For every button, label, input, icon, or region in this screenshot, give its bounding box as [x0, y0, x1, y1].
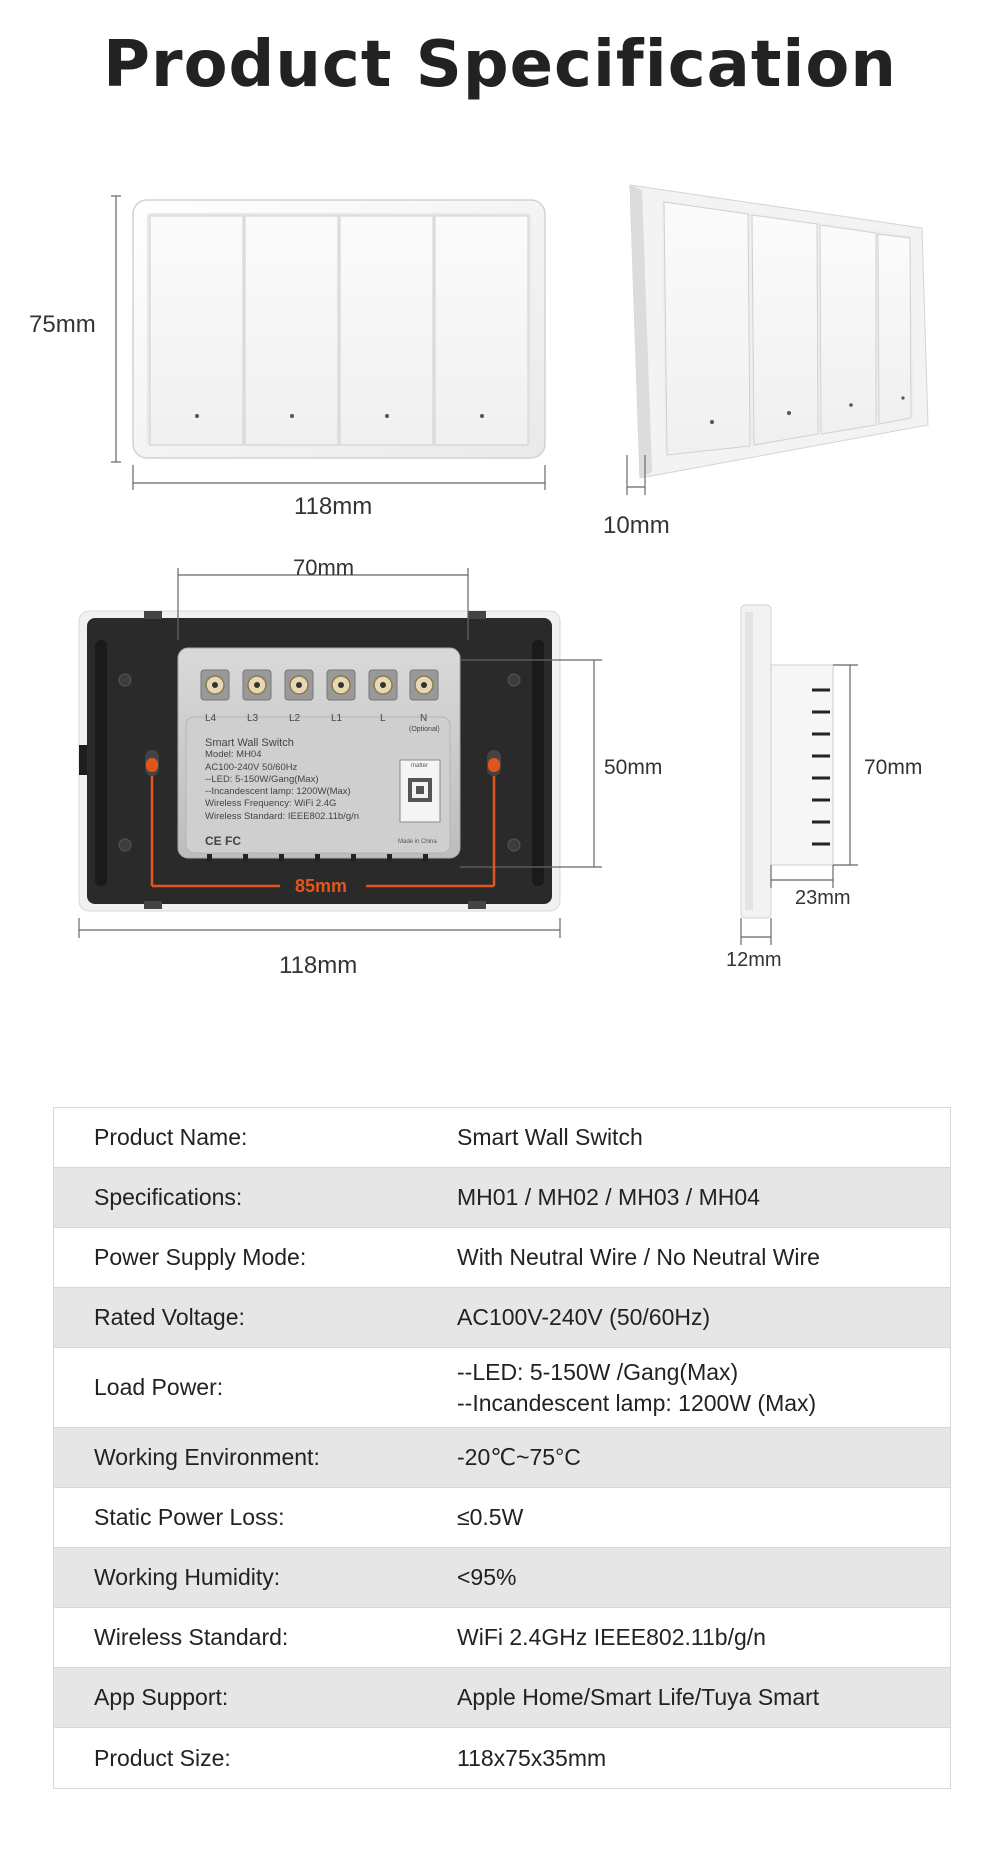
spec-value-line: ≤0.5W [457, 1504, 524, 1530]
spec-row-app-support: App Support: Apple Home/Smart Life/Tuya … [54, 1668, 950, 1728]
spec-row-product-name: Product Name: Smart Wall Switch [54, 1108, 950, 1168]
spec-value-line: Apple Home/Smart Life/Tuya Smart [457, 1684, 820, 1710]
front-width-dimension: 118mm [294, 493, 373, 520]
profile-plate-depth-dimension: 12mm [726, 949, 782, 971]
spec-row-rated-voltage: Rated Voltage: AC100V-240V (50/60Hz) [54, 1288, 950, 1348]
origin-label: Made in China [398, 839, 437, 845]
spec-value-line: Smart Wall Switch [457, 1124, 643, 1150]
spec-table: Product Name: Smart Wall Switch Specific… [53, 1107, 951, 1789]
spec-key: App Support: [94, 1684, 229, 1710]
terminal-label: L2 [289, 713, 301, 724]
back-top-width-dimension: 70mm [293, 555, 355, 580]
module-spec-label: Smart Wall Switch Model: MH04 AC100-240V… [205, 737, 359, 823]
spec-key: Working Humidity: [94, 1564, 281, 1590]
spec-value-line: AC100V-240V (50/60Hz) [457, 1304, 711, 1330]
spec-value: Apple Home/Smart Life/Tuya Smart [457, 1682, 950, 1713]
profile-module-depth-dimension: 23mm [795, 887, 851, 909]
side-depth-dimension: 10mm [603, 512, 670, 539]
spec-key: Specifications: [94, 1184, 243, 1210]
spec-row-product-size: Product Size: 118x75x35mm [54, 1728, 950, 1788]
product-drawings [78, 184, 929, 945]
spec-value: WiFi 2.4GHz IEEE802.11b/g/n [457, 1622, 950, 1653]
certification-marks: CE FC [205, 834, 241, 848]
terminal-label: N [420, 713, 428, 724]
front-view [111, 195, 546, 490]
spec-value-line: --Incandescent lamp: 1200W (Max) [457, 1389, 817, 1416]
matter-logo: matter [411, 763, 429, 769]
spec-row-load-power: Load Power: --LED: 5-150W /Gang(Max) --I… [54, 1348, 950, 1428]
spec-row-power-supply-mode: Power Supply Mode: With Neutral Wire / N… [54, 1228, 950, 1288]
spec-key: Power Supply Mode: [94, 1244, 307, 1270]
module-line: Model: MH04 [205, 749, 262, 761]
module-line: --LED: 5-150W/Gang(Max) [205, 773, 319, 785]
profile-height-dimension: 70mm [864, 756, 923, 779]
spec-value: <95% [457, 1562, 950, 1593]
spec-value: 118x75x35mm [457, 1743, 950, 1774]
spec-row-specifications: Specifications: MH01 / MH02 / MH03 / MH0… [54, 1168, 950, 1228]
terminal-label: L4 [205, 713, 217, 724]
spec-value: AC100V-240V (50/60Hz) [457, 1302, 950, 1333]
spec-value-line: <95% [457, 1564, 517, 1590]
spec-key: Product Size: [94, 1744, 231, 1771]
spec-row-wireless-standard: Wireless Standard: WiFi 2.4GHz IEEE802.1… [54, 1608, 950, 1668]
terminal-label: L [380, 713, 386, 724]
back-module-height-dimension: 50mm [604, 756, 663, 779]
spec-value-line: MH01 / MH02 / MH03 / MH04 [457, 1184, 760, 1210]
spec-value: ≤0.5W [457, 1502, 950, 1533]
spec-value-line: -20℃~75°C [457, 1444, 581, 1470]
terminal-label: L3 [247, 713, 259, 724]
spec-value-line: 118x75x35mm [457, 1744, 607, 1771]
page-title: Product Specification [103, 28, 897, 102]
spec-value-line: With Neutral Wire / No Neutral Wire [457, 1244, 820, 1270]
spec-value-line: WiFi 2.4GHz IEEE802.11b/g/n [457, 1624, 766, 1650]
profile-view [740, 604, 858, 945]
spec-key: Product Name: [94, 1124, 248, 1150]
spec-value: --LED: 5-150W /Gang(Max) --Incandescent … [457, 1357, 950, 1419]
spec-row-working-environment: Working Environment: -20℃~75°C [54, 1428, 950, 1488]
back-width-dimension: 118mm [279, 952, 358, 979]
spec-key: Static Power Loss: [94, 1504, 285, 1530]
front-height-dimension: 75mm [29, 311, 96, 338]
module-line: Smart Wall Switch [205, 737, 294, 749]
spec-value: With Neutral Wire / No Neutral Wire [457, 1242, 950, 1273]
spec-row-static-power-loss: Static Power Loss: ≤0.5W [54, 1488, 950, 1548]
spec-key: Rated Voltage: [94, 1304, 245, 1330]
optional-note: (Optional) [409, 726, 440, 733]
module-line: Wireless Frequency: WiFi 2.4G [205, 798, 337, 810]
terminal-label: L1 [331, 713, 343, 724]
module-line: AC100-240V 50/60Hz [205, 761, 298, 773]
spec-value: Smart Wall Switch [457, 1122, 950, 1153]
spec-key: Load Power: [94, 1374, 224, 1400]
spec-value-line: --LED: 5-150W /Gang(Max) [457, 1358, 739, 1385]
spec-row-working-humidity: Working Humidity: <95% [54, 1548, 950, 1608]
spec-key: Working Environment: [94, 1444, 320, 1470]
spec-value: MH01 / MH02 / MH03 / MH04 [457, 1182, 950, 1213]
back-view [78, 568, 602, 938]
hole-spacing-dimension: 85mm [295, 876, 348, 896]
spec-value: -20℃~75°C [457, 1442, 950, 1473]
spec-key: Wireless Standard: [94, 1624, 289, 1650]
module-line: Wireless Standard: IEEE802.11b/g/n [205, 810, 360, 822]
module-line: --Incandescent lamp: 1200W(Max) [205, 786, 351, 798]
side-perspective-view [626, 184, 929, 495]
